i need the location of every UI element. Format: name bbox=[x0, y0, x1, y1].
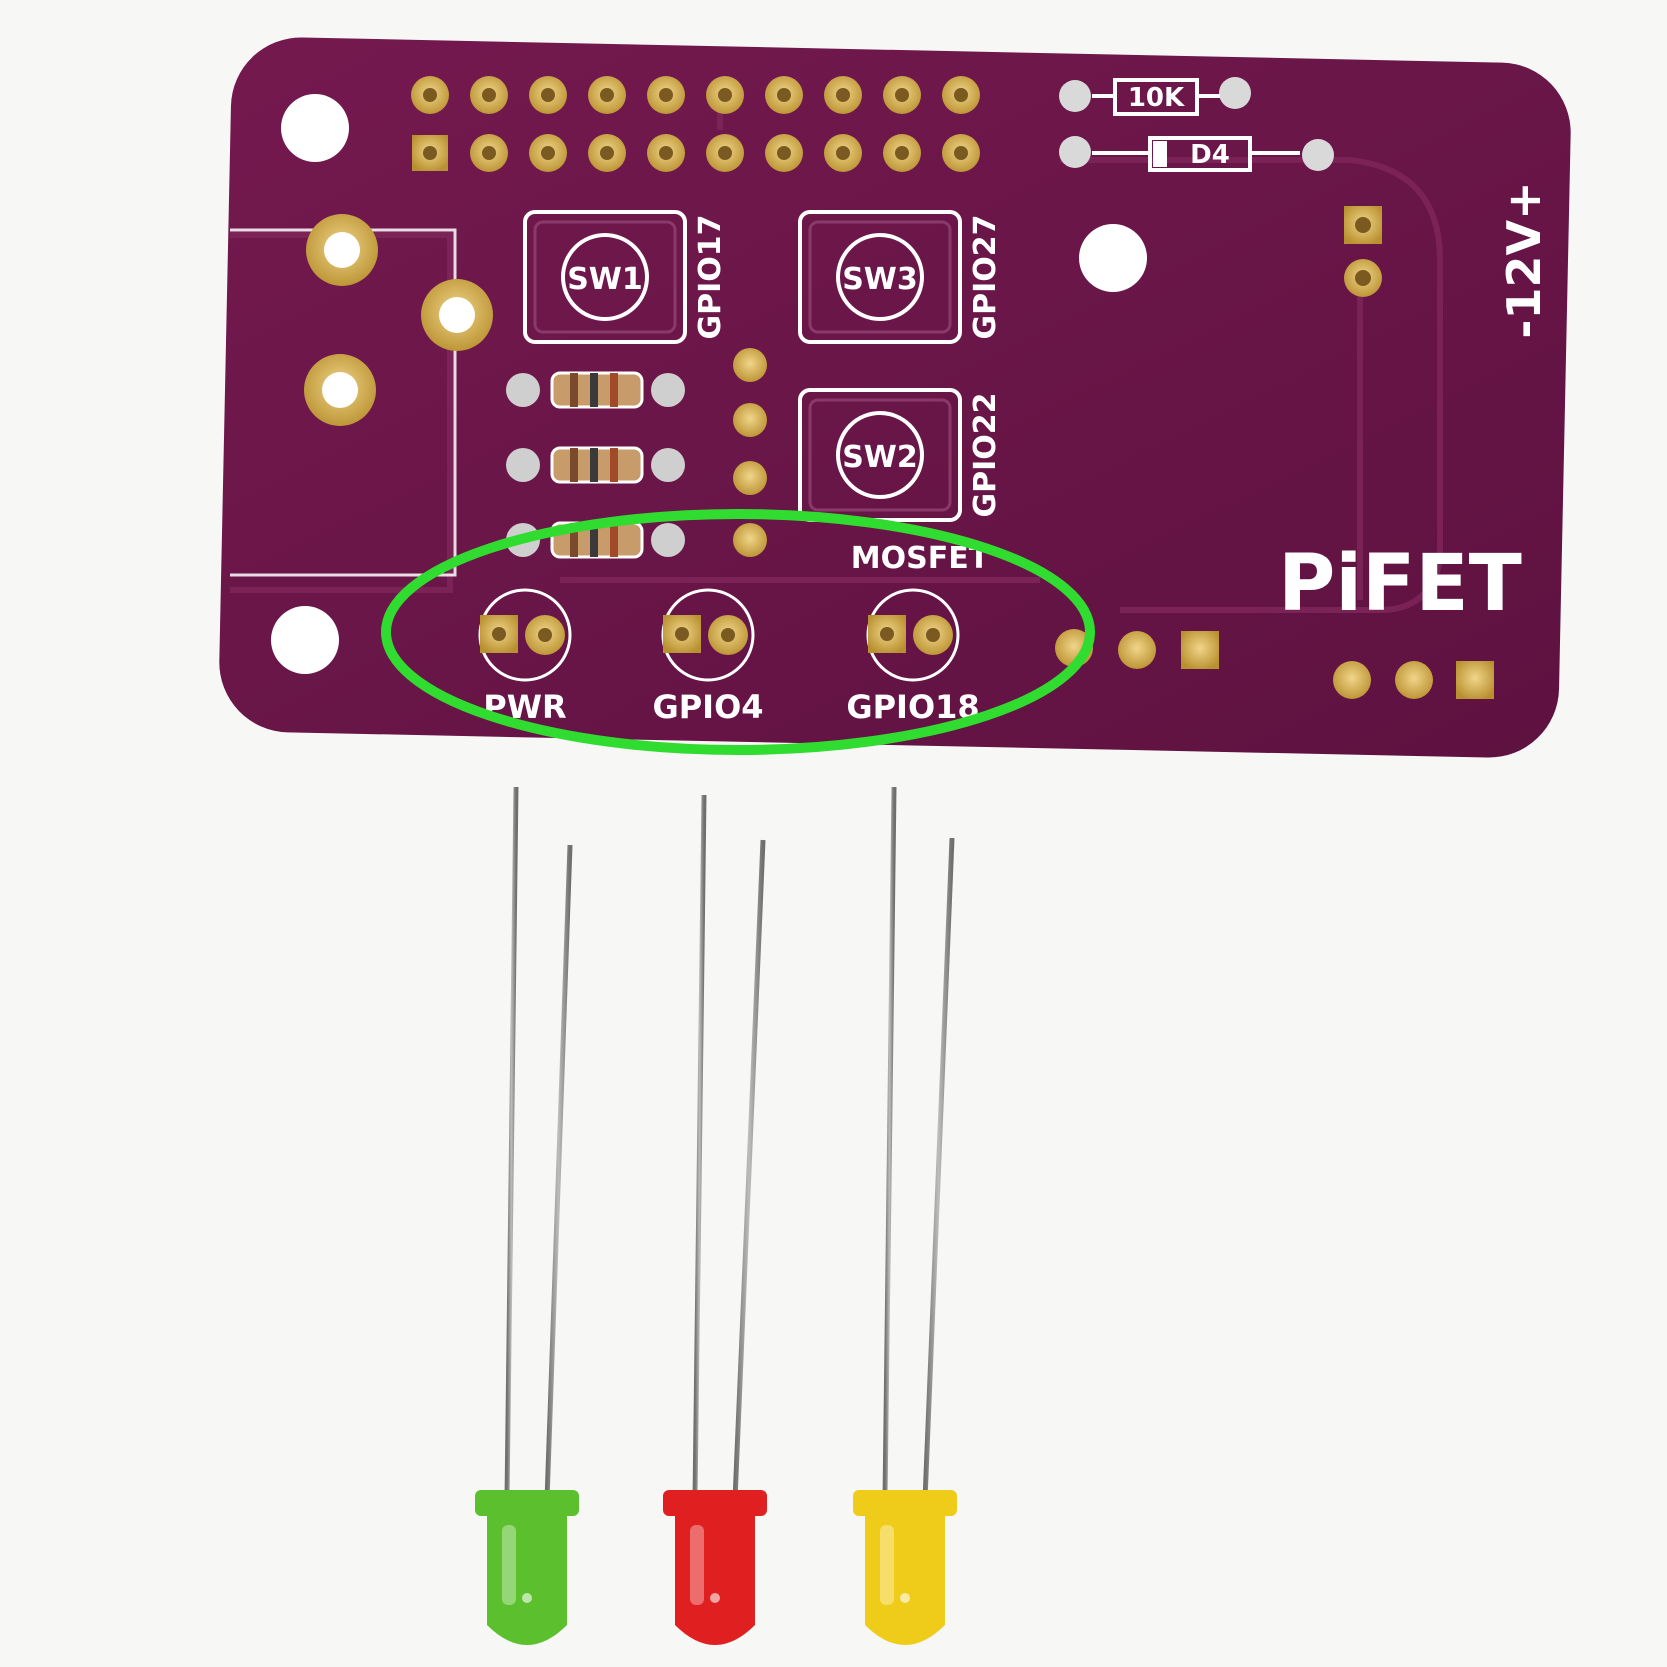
round-pad bbox=[1333, 661, 1371, 699]
resistor-stack bbox=[506, 371, 685, 559]
round-pad bbox=[1118, 631, 1156, 669]
header-pin-hole bbox=[600, 146, 614, 160]
mounting-holes bbox=[271, 94, 1147, 674]
header-pin-hole bbox=[777, 146, 791, 160]
small-resistor bbox=[506, 446, 685, 484]
solder-joint bbox=[1059, 80, 1091, 112]
led-footprint-gpio4: GPIO4 bbox=[652, 588, 764, 726]
mounting-hole-bottom-left bbox=[271, 606, 339, 674]
header-pin-hole bbox=[836, 146, 850, 160]
pad bbox=[733, 348, 767, 382]
terminal-hole bbox=[324, 232, 360, 268]
header-pin-hole bbox=[482, 88, 496, 102]
resistor-10k: 10K bbox=[1059, 77, 1251, 116]
square-pad bbox=[1456, 661, 1494, 699]
switch-sw1: SW1 GPIO17 bbox=[523, 210, 728, 344]
led-flange bbox=[853, 1490, 957, 1516]
led-lead-anode bbox=[692, 794, 707, 1501]
brand-logo-text: PiFET bbox=[1278, 539, 1522, 629]
solder-joint bbox=[1302, 139, 1334, 171]
led-lead-anode bbox=[504, 786, 519, 1501]
screw-terminal-pads bbox=[304, 214, 493, 426]
loose-leds bbox=[475, 786, 957, 1645]
mosfet-pads bbox=[733, 348, 767, 557]
led-lead-cathode bbox=[544, 844, 573, 1501]
bottom-pad-row-right bbox=[1333, 661, 1494, 699]
square-pad-hole bbox=[1355, 217, 1371, 233]
led-lead-cathode bbox=[732, 839, 766, 1501]
power-label: -12V+ bbox=[1497, 181, 1551, 338]
led-dome bbox=[865, 1515, 945, 1645]
solder-joint bbox=[1059, 136, 1091, 168]
led-lead-anode bbox=[882, 786, 897, 1501]
header-pin-hole bbox=[954, 146, 968, 160]
header-pin-hole bbox=[423, 146, 437, 160]
header-pin-hole bbox=[541, 88, 555, 102]
mounting-hole-top-left bbox=[281, 94, 349, 162]
header-pin-hole bbox=[895, 88, 909, 102]
diode-label: D4 bbox=[1190, 140, 1230, 170]
pad bbox=[733, 523, 767, 557]
solder-joint bbox=[1219, 77, 1251, 109]
header-pin-hole bbox=[659, 146, 673, 160]
switch-gpio-label: GPIO22 bbox=[968, 392, 1003, 517]
led-dome bbox=[487, 1515, 567, 1645]
switch-label: SW1 bbox=[567, 262, 643, 297]
switch-label: SW3 bbox=[842, 262, 918, 297]
header-pin-hole bbox=[423, 88, 437, 102]
header-pin-hole bbox=[600, 88, 614, 102]
pad bbox=[733, 461, 767, 495]
terminal-hole bbox=[322, 372, 358, 408]
led-position-label: GPIO4 bbox=[652, 688, 763, 726]
header-pin-hole bbox=[777, 88, 791, 102]
switch-gpio-label: GPIO17 bbox=[693, 214, 728, 339]
round-pad-hole bbox=[1355, 270, 1371, 286]
small-resistor bbox=[506, 371, 685, 409]
led-flange bbox=[475, 1490, 579, 1516]
terminal-hole bbox=[439, 297, 475, 333]
header-pin-hole bbox=[954, 88, 968, 102]
led-yellow[interactable] bbox=[853, 786, 957, 1645]
resistor-label: 10K bbox=[1128, 83, 1185, 113]
switch-sw3: SW3 GPIO27 bbox=[798, 210, 1003, 344]
switch-gpio-label: GPIO27 bbox=[968, 214, 1003, 339]
diode-d4: D4 bbox=[1059, 136, 1334, 172]
led-lead-cathode bbox=[922, 837, 955, 1501]
header-pin-hole bbox=[836, 88, 850, 102]
header-pin-hole bbox=[659, 88, 673, 102]
header-pin-hole bbox=[718, 146, 732, 160]
header-pin-hole bbox=[541, 146, 555, 160]
square-pad bbox=[1181, 631, 1219, 669]
pad bbox=[733, 403, 767, 437]
led-footprint-pwr: PWR bbox=[478, 588, 572, 726]
power-connector-pads bbox=[1344, 206, 1382, 297]
round-pad bbox=[1395, 661, 1433, 699]
led-footprint-gpio18: GPIO18 bbox=[846, 588, 980, 726]
mounting-hole-center-right bbox=[1079, 224, 1147, 292]
highlight-ellipse bbox=[381, 509, 1095, 755]
switch-label: SW2 bbox=[842, 440, 918, 475]
header-pin-hole bbox=[482, 146, 496, 160]
pcb-substrate bbox=[219, 37, 1571, 758]
header-pin-hole bbox=[895, 146, 909, 160]
header-pin-hole bbox=[718, 88, 732, 102]
led-flange bbox=[663, 1490, 767, 1516]
led-green[interactable] bbox=[475, 786, 579, 1645]
copper-traces bbox=[230, 110, 1443, 613]
led-red[interactable] bbox=[663, 794, 767, 1645]
led-footprints: PWR GPIO4 GPIO18 bbox=[478, 588, 980, 726]
led-dome bbox=[675, 1515, 755, 1645]
gpio-header-pads bbox=[411, 76, 980, 172]
